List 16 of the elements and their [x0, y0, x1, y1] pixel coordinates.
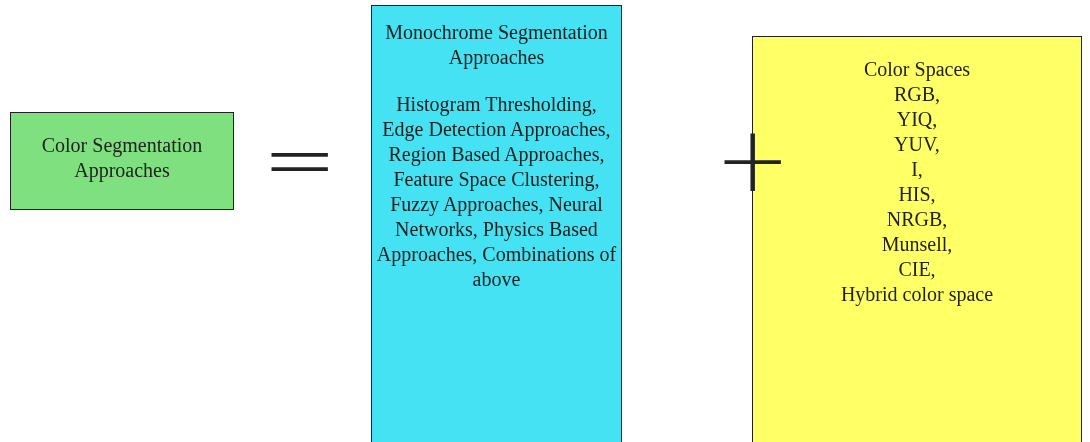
operator-sign: =	[262, 115, 338, 205]
box-heading: Monochrome Segmentation Approaches	[384, 20, 609, 70]
text-box	[10, 112, 234, 210]
box-heading: Color Spaces	[862, 57, 972, 82]
text-box	[371, 5, 622, 442]
box-text: HIS,	[897, 182, 937, 207]
box-text: CIE,	[897, 257, 937, 282]
box-text: I,	[910, 157, 924, 182]
box-text: NRGB,	[885, 207, 949, 232]
box-text: RGB,	[892, 82, 942, 107]
box-text: Munsell,	[880, 232, 954, 257]
box-text: Hybrid color space	[839, 282, 995, 307]
box-text: YUV,	[893, 132, 941, 157]
box-text: Histogram Thresholding, Edge Detection Approaches, Region Based Approaches, Feature Space Clustering, Fuzzy Approaches, Neural Networks, Physics Based Approaches, Combinations of above	[375, 92, 618, 292]
box-heading: Color Segmentation Approaches	[40, 133, 204, 183]
box-text: YIQ,	[895, 107, 939, 132]
